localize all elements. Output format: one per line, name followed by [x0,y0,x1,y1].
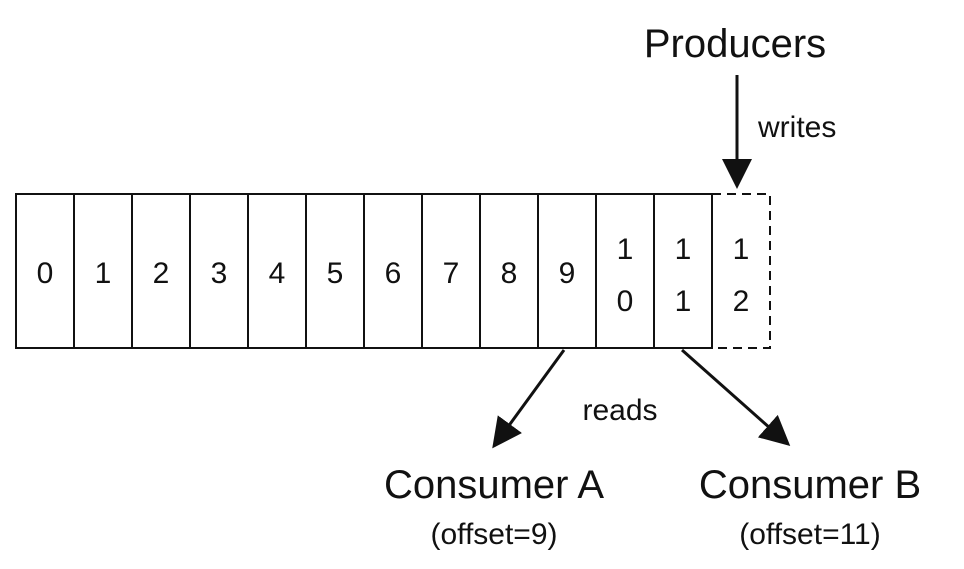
log-cell: 1 [73,193,133,349]
producers-label: Producers [644,22,826,66]
cell-border [653,193,713,349]
cell-number: 1 [617,233,634,266]
log-cell: 0 [15,193,75,349]
log-cell: 5 [305,193,365,349]
reads-label: reads [582,394,657,427]
log-cell: 11 [653,193,713,349]
consumer-a-offset: (offset=9) [430,518,557,551]
cell-number: 0 [37,257,54,290]
cell-number: 5 [327,257,344,290]
cell-number: 2 [733,285,750,318]
log-cell: 9 [537,193,597,349]
log-cell: 10 [595,193,655,349]
cell-number: 8 [501,257,518,290]
cell-number: 6 [385,257,402,290]
cell-number: 1 [95,257,112,290]
log-cell-pending: 12 [711,193,771,349]
log-cell: 3 [189,193,249,349]
cell-border [595,193,655,349]
consumer-b-offset: (offset=11) [739,518,880,551]
pending-cell-border [711,193,771,349]
read-arrow-consumer-b [681,348,791,446]
cell-number: 1 [675,233,692,266]
consumer-a-name: Consumer A [384,463,604,507]
writes-label: writes [757,111,836,144]
cell-number: 1 [733,233,750,266]
log-cell: 7 [421,193,481,349]
log-cell: 6 [363,193,423,349]
read-arrow-consumer-a [492,349,566,449]
cell-number: 1 [675,285,692,318]
consumer-b-name: Consumer B [699,463,921,507]
log-cell: 2 [131,193,191,349]
cell-number: 2 [153,257,170,290]
cell-number: 4 [269,257,286,290]
cell-number: 7 [443,257,460,290]
cell-number: 9 [559,257,576,290]
cell-number: 3 [211,257,228,290]
log-cell: 8 [479,193,539,349]
cell-number: 0 [617,285,634,318]
log-cell: 4 [247,193,307,349]
